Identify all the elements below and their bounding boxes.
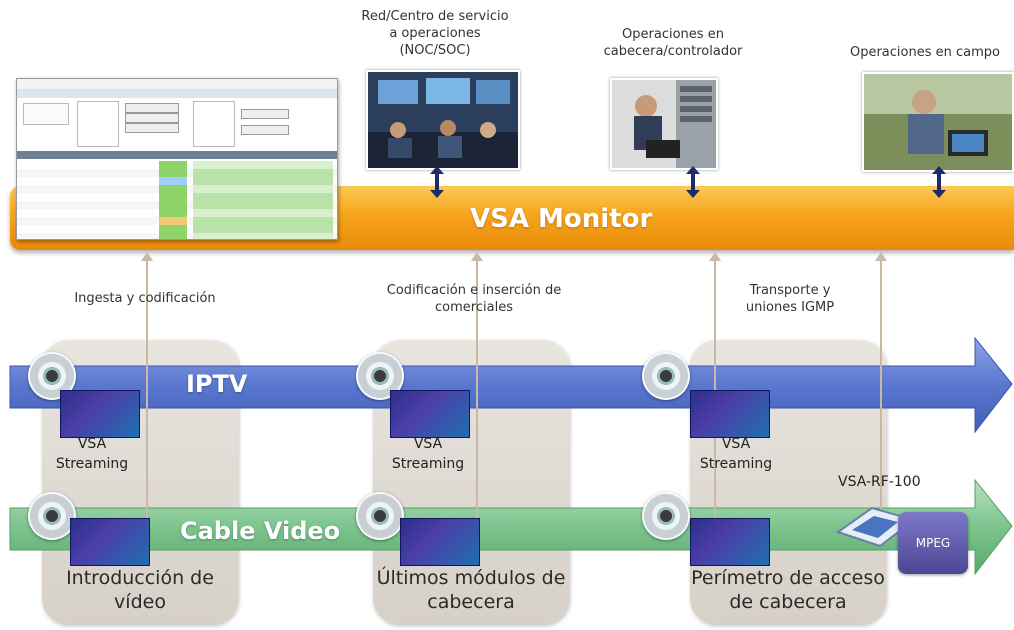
disc-icon <box>642 352 690 400</box>
vsa-streaming-label: VSA Streaming <box>699 436 773 472</box>
caption-ingest: Ingesta y codificación <box>74 291 216 306</box>
vsa-streaming-label: VSA Streaming <box>55 436 129 472</box>
stage-label: Perímetro de acceso de cabecera <box>691 567 885 613</box>
screenshot-row <box>17 225 337 233</box>
caption-headend-ops: Operaciones en cabecera/controlador <box>603 27 743 59</box>
screenshot-row <box>17 169 337 177</box>
field-photo <box>862 72 1014 172</box>
monitor-screenshot <box>16 78 338 240</box>
noc-link-arrow <box>430 166 444 198</box>
rf-device-label: VSA-RF-100 <box>838 474 921 490</box>
screenshot-level-cell <box>193 225 333 233</box>
screenshot-row <box>17 193 337 201</box>
iptv-arrow <box>9 336 1013 434</box>
screenshot-level-cell <box>193 209 333 217</box>
streaming-probe-icon <box>390 390 470 438</box>
cable-probe-icon <box>690 518 770 566</box>
stage-label: Últimos módulos de cabecera <box>376 567 566 613</box>
caption-transport: Transporte y uniones IGMP <box>745 283 835 315</box>
caption-field-ops: Operaciones en campo <box>849 45 1000 60</box>
screenshot-level-cell <box>193 169 333 177</box>
screenshot-status-cell <box>159 233 187 239</box>
screenshot-status-cell <box>159 225 187 233</box>
screenshot-level-cell <box>193 233 333 239</box>
streaming-probe-icon <box>690 390 770 438</box>
iptv-title: IPTV <box>186 370 248 398</box>
screenshot-row <box>17 161 337 169</box>
cable-title: Cable Video <box>180 517 341 545</box>
screenshot-status-cell <box>159 161 187 169</box>
screenshot-level-cell <box>193 193 333 201</box>
data-line <box>141 252 153 528</box>
headend-link-arrow <box>686 166 700 198</box>
screenshot-status-cell <box>159 169 187 177</box>
screenshot-status-cell <box>159 177 187 185</box>
field-link-arrow <box>932 166 946 198</box>
screenshot-row <box>17 209 337 217</box>
screenshot-row <box>17 201 337 209</box>
cable-probe-icon <box>70 518 150 566</box>
screenshot-status-cell <box>159 185 187 193</box>
caption-noc: Red/Centro de servicio a operaciones (NO… <box>361 9 509 58</box>
monitor-title: VSA Monitor <box>470 204 653 234</box>
mpeg-box: MPEG <box>898 512 968 574</box>
screenshot-level-cell <box>193 201 333 209</box>
caption-encoding: Codificación e inserción de comerciales <box>386 283 562 315</box>
streaming-probe-icon <box>60 390 140 438</box>
screenshot-level-cell <box>193 161 333 169</box>
screenshot-row <box>17 217 337 225</box>
screenshot-level-cell <box>193 177 333 185</box>
vsa-streaming-label: VSA Streaming <box>391 436 465 472</box>
disc-icon <box>642 492 690 540</box>
data-line <box>875 252 887 510</box>
screenshot-row <box>17 233 337 239</box>
screenshot-level-cell <box>193 217 333 225</box>
screenshot-row <box>17 177 337 185</box>
disc-icon <box>356 492 404 540</box>
cable-probe-icon <box>400 518 480 566</box>
screenshot-row <box>17 185 337 193</box>
screenshot-status-cell <box>159 193 187 201</box>
screenshot-status-cell <box>159 201 187 209</box>
screenshot-status-cell <box>159 209 187 217</box>
headend-photo <box>610 78 718 170</box>
screenshot-status-cell <box>159 217 187 225</box>
noc-photo <box>366 70 520 170</box>
cable-arrow <box>9 478 1013 576</box>
stage-label: Introducción de vídeo <box>66 567 214 613</box>
screenshot-level-cell <box>193 185 333 193</box>
data-line <box>471 252 483 528</box>
disc-icon <box>28 492 76 540</box>
